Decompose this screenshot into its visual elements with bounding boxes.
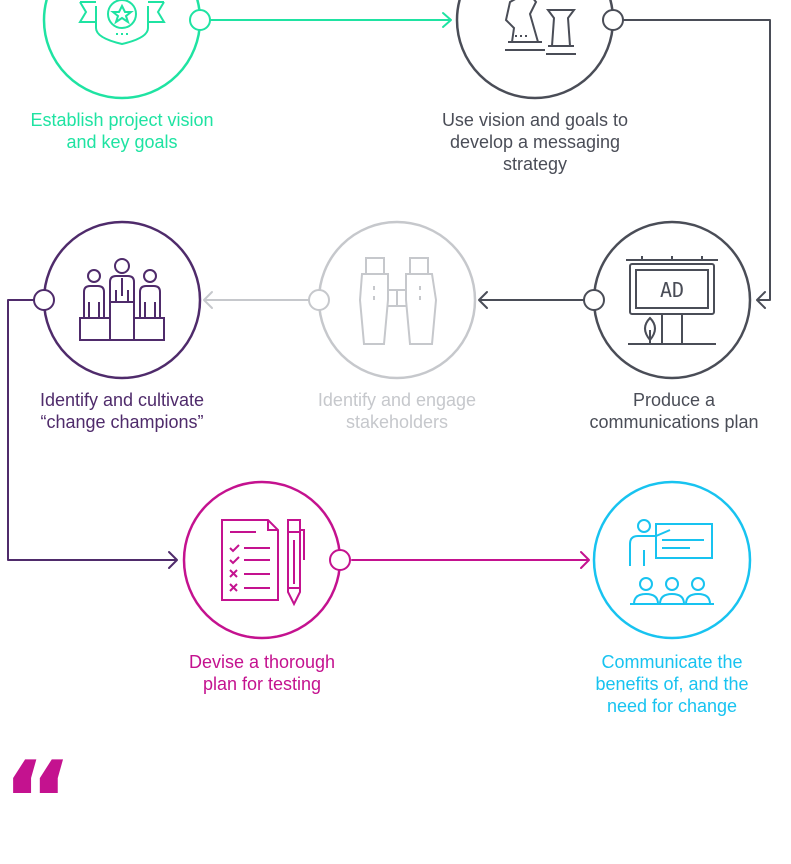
step-communications-plan: AD bbox=[583, 220, 752, 380]
step-stakeholders-label: Identify and engage stakeholders bbox=[287, 389, 507, 433]
step-champions-circle bbox=[42, 220, 202, 380]
step-messaging-label-line: Use vision and goals to bbox=[441, 110, 629, 130]
ribbon-badge-icon bbox=[78, 0, 166, 46]
step-benefits-label-line: need for change bbox=[606, 696, 738, 716]
step-vision-circle bbox=[42, 0, 202, 100]
binoculars-icon bbox=[358, 257, 438, 345]
step-champions-label-line: Identify and cultivate bbox=[39, 390, 205, 410]
process-flow-diagram: AD bbox=[7, 0, 771, 640]
step-testing-label: Devise a thorough plan for testing bbox=[152, 651, 372, 695]
step-testing-label-line: plan for testing bbox=[202, 674, 322, 694]
step-messaging bbox=[455, 0, 624, 100]
step-communications-plan-connector-dot bbox=[583, 289, 605, 311]
billboard-ad-text: AD bbox=[660, 278, 684, 302]
step-stakeholders-label-line: Identify and engage bbox=[317, 390, 477, 410]
step-communications-plan-label: Produce a communications plan bbox=[562, 389, 786, 433]
step-messaging-label-line: strategy bbox=[502, 154, 568, 174]
connector-stakeholders-to-champions bbox=[203, 291, 310, 309]
step-messaging-label-line: develop a messaging bbox=[449, 132, 621, 152]
step-champions-label-line: “change champions” bbox=[40, 412, 204, 432]
step-messaging-connector-dot bbox=[602, 9, 624, 31]
step-testing-connector-dot bbox=[329, 549, 351, 571]
quote-mark: “ bbox=[2, 739, 73, 864]
step-benefits-label-line: benefits of, and the bbox=[595, 674, 749, 694]
step-benefits-circle bbox=[592, 480, 752, 640]
step-vision-connector-dot bbox=[189, 9, 211, 31]
step-testing-label-line: Devise a thorough bbox=[188, 652, 336, 672]
presentation-audience-icon bbox=[629, 519, 714, 605]
billboard-icon: AD bbox=[626, 256, 718, 345]
step-vision-label-line: Establish project vision bbox=[30, 110, 214, 130]
connector-champions-to-testing bbox=[7, 299, 178, 569]
step-benefits-label-line: Communicate the bbox=[601, 652, 743, 672]
checklist-pen-icon bbox=[221, 519, 305, 607]
step-vision-label: Establish project vision and key goals bbox=[0, 109, 244, 153]
step-champions-connector-dot bbox=[33, 289, 55, 311]
chess-pieces-icon bbox=[504, 0, 576, 55]
step-benefits bbox=[592, 480, 752, 640]
connector-messaging-to-plan bbox=[622, 19, 771, 309]
step-stakeholders-label-line: stakeholders bbox=[345, 412, 449, 432]
step-stakeholders-connector-dot bbox=[308, 289, 330, 311]
step-communications-plan-label-line: communications plan bbox=[589, 412, 759, 432]
step-stakeholders bbox=[308, 220, 477, 380]
connector-testing-to-benefits bbox=[351, 551, 590, 569]
step-vision-label-line: and key goals bbox=[66, 132, 178, 152]
connector-vision-to-messaging bbox=[209, 12, 452, 28]
step-vision bbox=[42, 0, 211, 100]
podium-people-icon bbox=[79, 258, 165, 341]
step-communications-plan-label-line: Produce a bbox=[632, 390, 716, 410]
step-messaging-label: Use vision and goals to develop a messag… bbox=[405, 109, 665, 175]
step-champions bbox=[33, 220, 202, 380]
step-benefits-label: Communicate the benefits of, and the nee… bbox=[562, 651, 782, 717]
step-testing bbox=[182, 480, 351, 640]
connector-plan-to-stakeholders bbox=[478, 291, 585, 309]
step-champions-label: Identify and cultivate “change champions… bbox=[2, 389, 242, 433]
